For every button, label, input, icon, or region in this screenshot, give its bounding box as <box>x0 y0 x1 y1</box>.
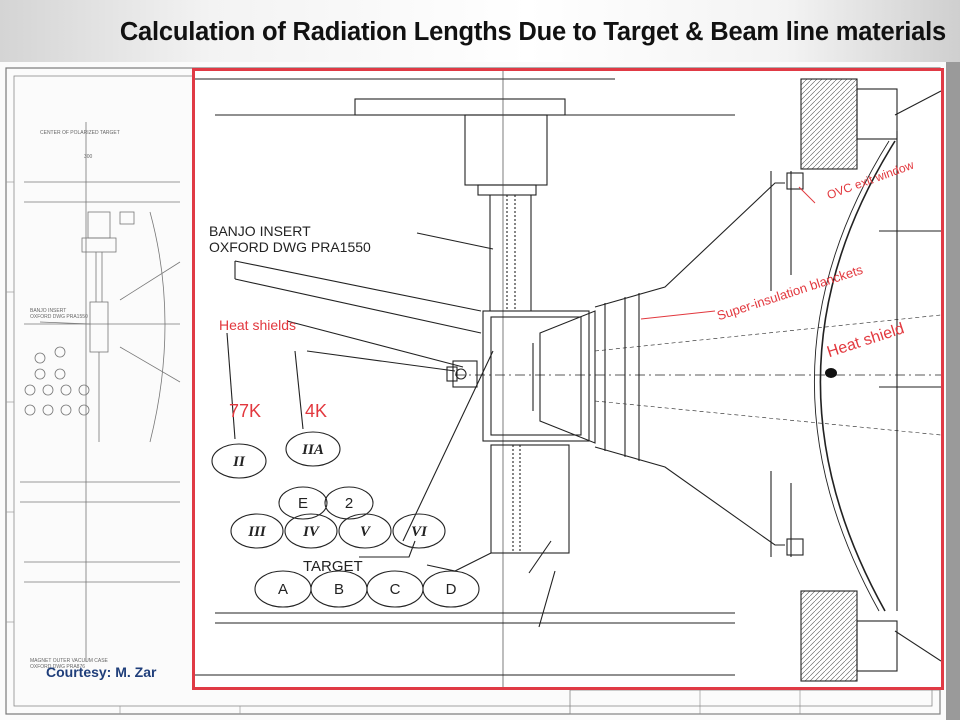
bubble-c: C <box>390 581 401 598</box>
svg-text:OXFORD DWG PRA876: OXFORD DWG PRA876 <box>30 664 85 670</box>
courtesy-label: Courtesy: M. Zar <box>46 664 157 680</box>
label-77k: 77K <box>229 401 262 421</box>
svg-text:OXFORD DWG PRA1550: OXFORD DWG PRA1550 <box>30 314 88 320</box>
zoomed-inset: BANJO INSERT OXFORD DWG PRA1550 TARGET I… <box>192 68 944 690</box>
bubble-b: B <box>334 581 344 598</box>
bubble-e: E <box>298 495 308 512</box>
bubble-v: V <box>360 524 372 540</box>
target-dot <box>825 368 837 378</box>
banjo-label-2: OXFORD DWG PRA1550 <box>209 239 371 255</box>
bubble-iii: III <box>247 524 267 540</box>
bubble-iia: IIA <box>301 442 324 458</box>
svg-text:BANJO INSERT: BANJO INSERT <box>30 308 66 314</box>
heat-shields-label: Heat shields <box>219 317 297 333</box>
bubble-vi: VI <box>411 524 428 540</box>
bubble-ii: II <box>232 454 246 470</box>
target-label: TARGET <box>303 558 363 575</box>
bubble-a: A <box>278 581 288 598</box>
svg-text:300: 300 <box>84 154 93 160</box>
inset-drawing: BANJO INSERT OXFORD DWG PRA1550 TARGET I… <box>195 71 941 687</box>
slide-title: Calculation of Radiation Lengths Due to … <box>119 18 946 46</box>
bubble-d: D <box>446 581 457 598</box>
bubble-2: 2 <box>345 495 353 512</box>
svg-text:CENTER OF POLARIZED TARGET: CENTER OF POLARIZED TARGET <box>40 130 120 136</box>
label-4k: 4K <box>305 401 328 421</box>
bubble-iv: IV <box>302 524 321 540</box>
right-edge-strip <box>946 62 960 720</box>
banjo-label-1: BANJO INSERT <box>209 223 311 239</box>
svg-text:MAGNET OUTER VACUUM CASE: MAGNET OUTER VACUUM CASE <box>30 658 109 664</box>
